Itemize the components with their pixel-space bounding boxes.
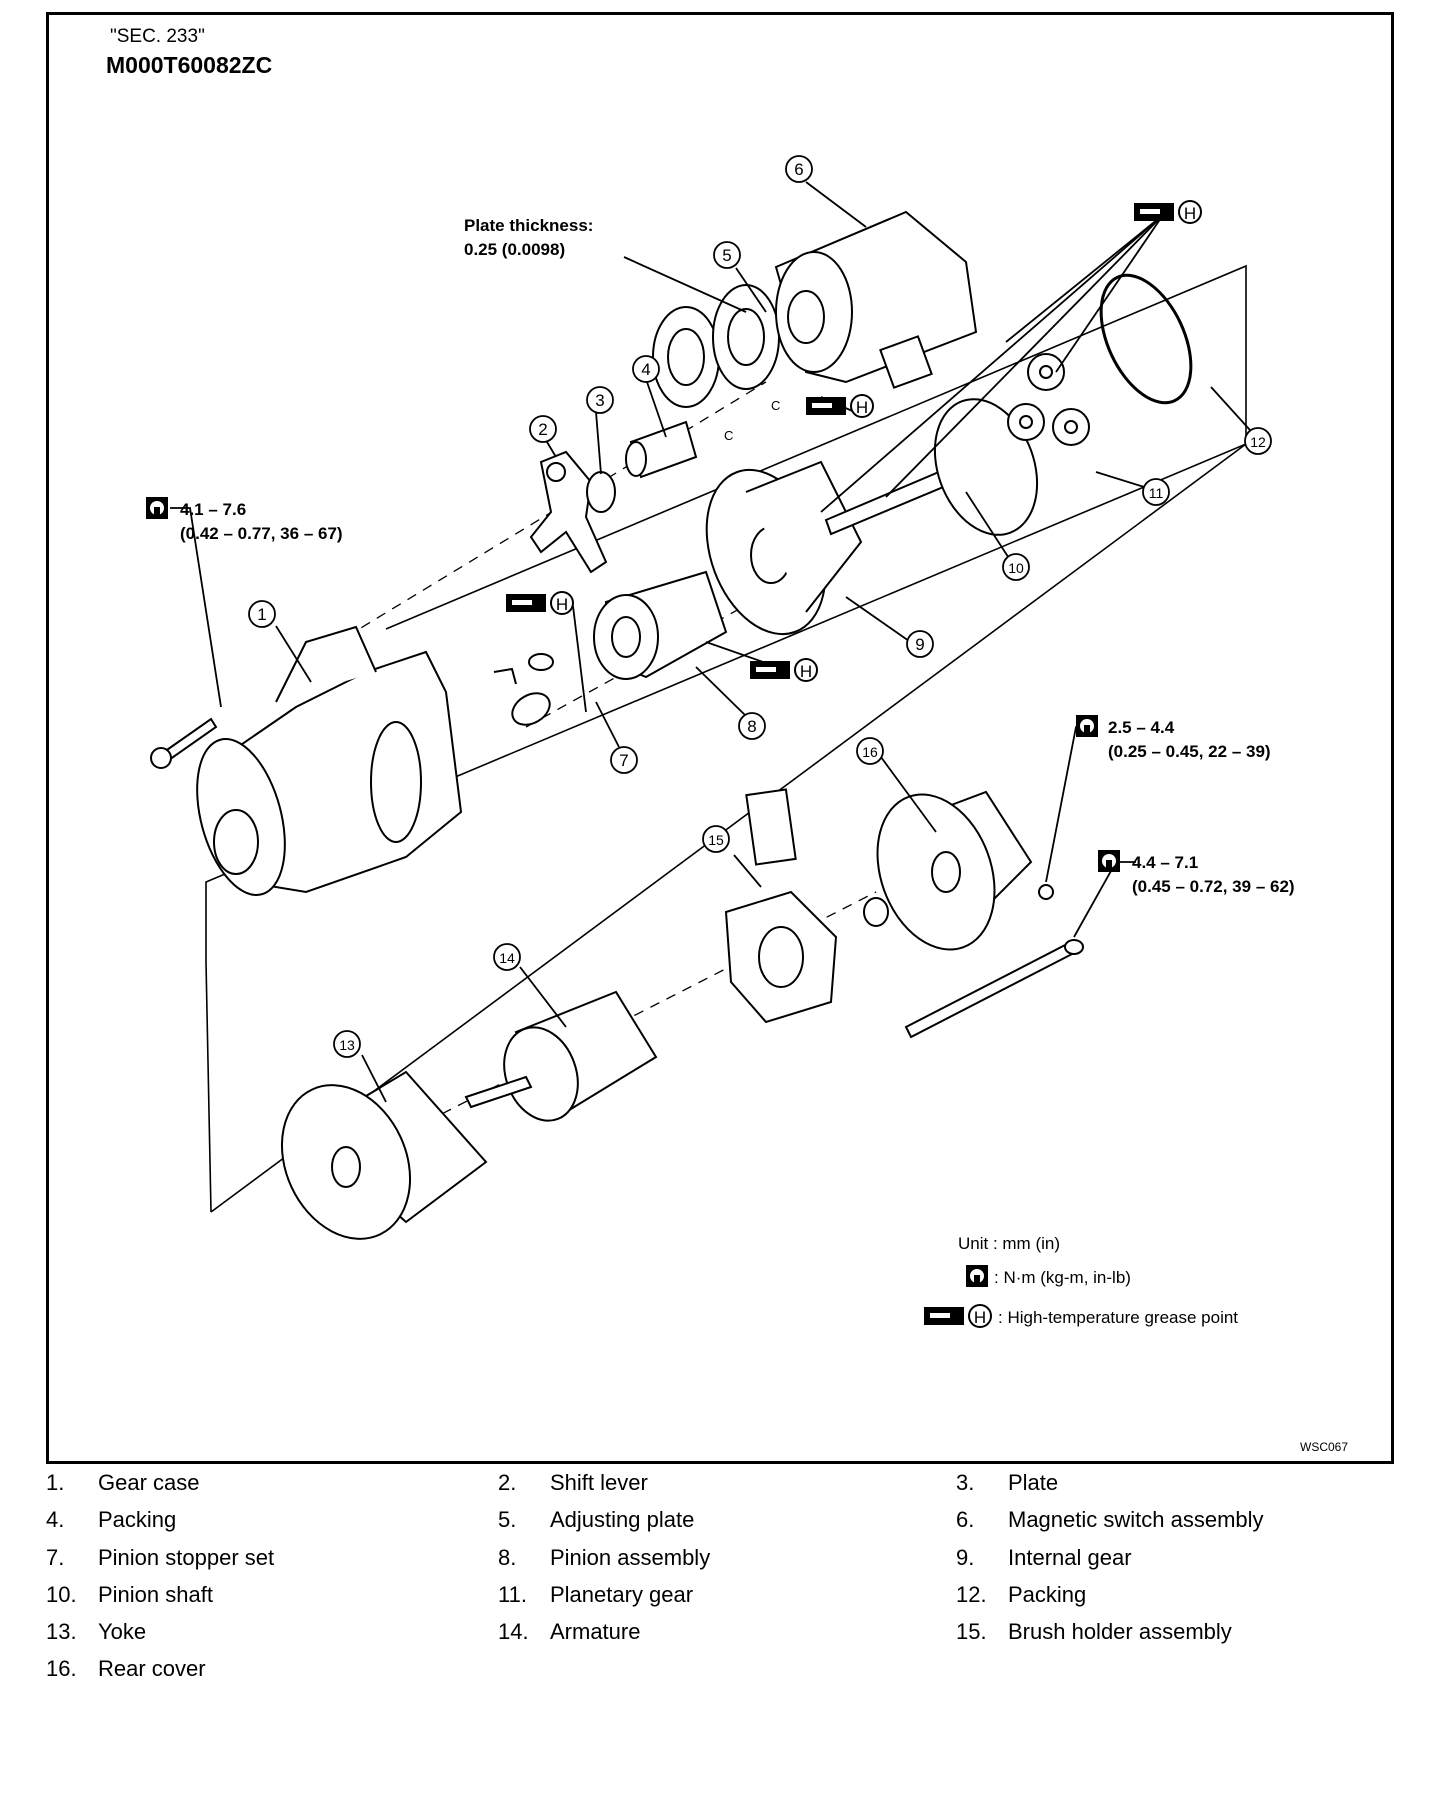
- gear-case-part: [196, 625, 463, 896]
- torque-icon: [146, 497, 168, 519]
- callout-2: [529, 415, 557, 443]
- callout-5: [713, 241, 741, 269]
- callout-14-text: 14: [499, 950, 515, 966]
- callouts: [248, 155, 1272, 1058]
- callout-numbers: 1 2 3 4 5 6 7 8 9 10 11 12 13 14 15 16: [257, 160, 1266, 1053]
- ref-c: C: [724, 428, 733, 443]
- callout-7: [610, 746, 638, 774]
- legend-grease: : High-temperature grease point: [998, 1308, 1238, 1327]
- plate-thickness-label: Plate thickness:: [464, 216, 593, 235]
- section-reference: "SEC. 233": [110, 26, 205, 47]
- callout-8: [738, 712, 766, 740]
- grease-marker: H: [749, 658, 818, 682]
- internal-gear-part: [705, 460, 863, 636]
- callout-3-text: 3: [595, 391, 604, 410]
- through-bolt-part: [904, 939, 1084, 1039]
- callout-4: [632, 355, 660, 383]
- legend-unit: Unit : mm (in): [958, 1234, 1060, 1253]
- figure-id: WSC067: [1300, 1440, 1349, 1454]
- svg-text:H: H: [556, 595, 568, 614]
- torque-3-value: 4.4 – 7.1: [1132, 853, 1198, 872]
- callout-13-text: 13: [339, 1037, 355, 1053]
- callout-12: [1244, 427, 1272, 455]
- callout-4-text: 4: [641, 360, 650, 379]
- callout-10: [1002, 553, 1030, 581]
- callout-6-text: 6: [794, 160, 803, 179]
- rear-cover-part: [863, 790, 1054, 951]
- callout-13: [333, 1030, 361, 1058]
- brush-holder-part: [724, 788, 838, 1024]
- callout-15-text: 15: [708, 832, 724, 848]
- callout-5-text: 5: [722, 246, 731, 265]
- callout-10-text: 10: [1008, 560, 1024, 576]
- torque-icon: [1098, 850, 1120, 872]
- bolt-part: [150, 717, 218, 769]
- grease-marker: H: [1133, 200, 1202, 224]
- svg-text:H: H: [856, 398, 868, 417]
- planetary-gears-part: [1007, 353, 1090, 446]
- adjusting-plate-part: [652, 284, 780, 408]
- grease-marker: H: [505, 591, 574, 615]
- plate-thickness-value: 0.25 (0.0098): [464, 240, 565, 259]
- callout-6: [785, 155, 813, 183]
- callout-7-text: 7: [619, 751, 628, 770]
- callout-16-text: 16: [862, 744, 878, 760]
- packing-ring-part: [1099, 273, 1193, 405]
- callout-8-text: 8: [747, 717, 756, 736]
- torque-icon: [966, 1265, 988, 1287]
- torque-1-detail: (0.42 – 0.77, 36 – 67): [180, 524, 343, 543]
- torque-3-detail: (0.45 – 0.72, 39 – 62): [1132, 877, 1295, 896]
- callout-11: [1142, 478, 1170, 506]
- shift-lever-part: [529, 450, 608, 574]
- callout-12-text: 12: [1250, 434, 1266, 450]
- packing-part: [625, 420, 698, 479]
- callout-2-text: 2: [538, 420, 547, 439]
- callout-11-text: 11: [1149, 485, 1164, 501]
- diagram-code: M000T60082ZC: [106, 52, 273, 78]
- exploded-view-diagram: 1 2 3 4 5 6 7 8 9 10 11 12 13 14 15 16 P…: [146, 155, 1295, 1328]
- callout-9-text: 9: [915, 635, 924, 654]
- svg-text:H: H: [800, 662, 812, 681]
- pinion-assembly-part: [593, 570, 728, 680]
- svg-text:H: H: [974, 1308, 986, 1327]
- callout-1-text: 1: [257, 605, 266, 624]
- torque-icon: [1076, 715, 1098, 737]
- callout-16: [856, 737, 884, 765]
- legend-grease-icon: H: [923, 1304, 992, 1328]
- magnetic-switch-part: [774, 210, 978, 389]
- grease-marker: H: [805, 394, 874, 418]
- yoke-part: [280, 1070, 488, 1240]
- ref-c: C: [771, 398, 780, 413]
- torque-2-value: 2.5 – 4.4: [1108, 718, 1175, 737]
- callout-3: [586, 386, 614, 414]
- svg-text:H: H: [1184, 204, 1196, 223]
- callout-1: [248, 600, 276, 628]
- callout-9: [906, 630, 934, 658]
- legend-torque: : N·m (kg-m, in-lb): [994, 1268, 1131, 1287]
- diagram-frame: [46, 12, 1394, 1464]
- plate-part: [586, 471, 616, 513]
- pinion-stopper-part: [493, 653, 554, 726]
- torque-1-value: 4.1 – 7.6: [180, 500, 246, 519]
- callout-15: [702, 825, 730, 853]
- armature-part: [464, 990, 658, 1122]
- torque-2-detail: (0.25 – 0.45, 22 – 39): [1108, 742, 1271, 761]
- callout-14: [493, 943, 521, 971]
